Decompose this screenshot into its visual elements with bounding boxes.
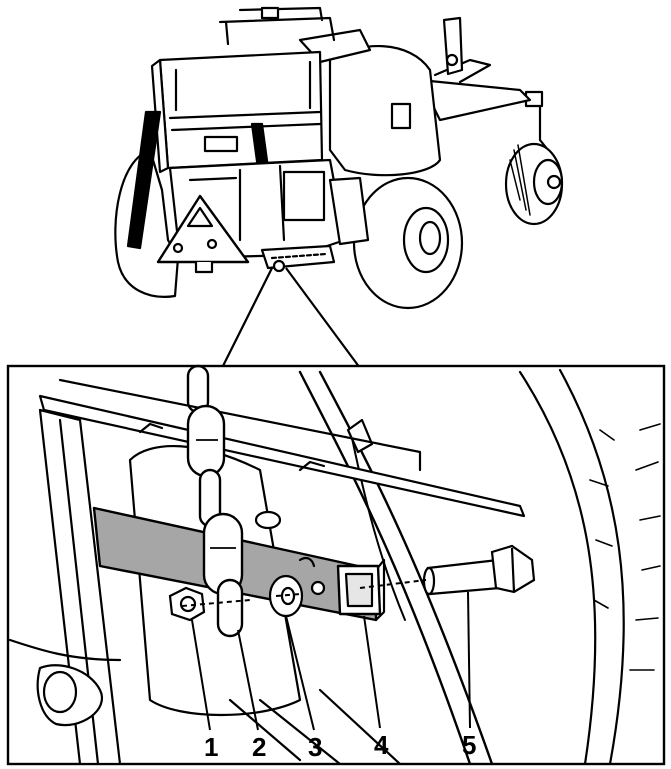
chain — [186, 364, 244, 638]
leader-lines — [191, 591, 471, 731]
engine-body — [328, 45, 442, 177]
caster-arm — [526, 98, 550, 152]
assembly-axis — [181, 579, 427, 607]
rear-box — [158, 50, 324, 170]
machine-overview — [114, 6, 564, 310]
left-post — [38, 408, 121, 763]
hydraulic-hose — [298, 370, 471, 763]
lock-nut — [168, 586, 206, 622]
bolt — [422, 544, 536, 596]
tire-sidewall — [558, 368, 625, 763]
callouts: 1 2 3 4 5 — [204, 730, 476, 762]
callout-4: 4 — [374, 730, 389, 760]
callout-5: 5 — [462, 730, 476, 760]
zoom-indicator — [221, 259, 361, 369]
front-frame-arm — [418, 78, 532, 122]
upper-rail — [38, 394, 526, 518]
callout-3: 3 — [308, 732, 322, 762]
callout-2: 2 — [252, 732, 266, 762]
callout-1: 1 — [204, 732, 218, 762]
left-strut — [126, 110, 162, 250]
